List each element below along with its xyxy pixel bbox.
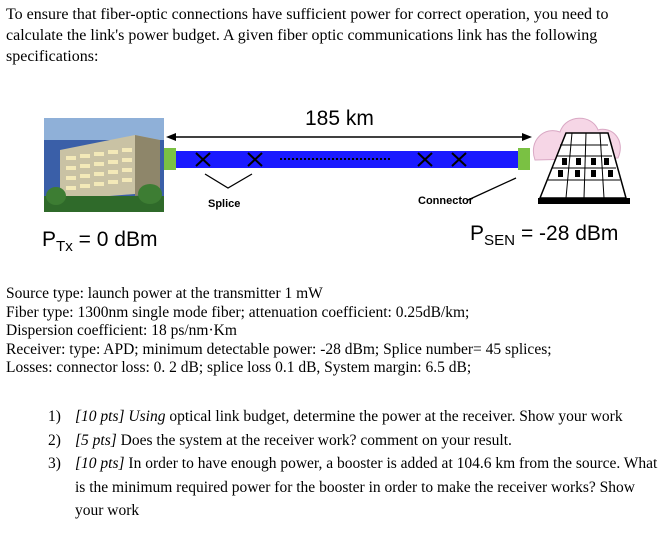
tx-connector — [164, 148, 176, 170]
tx-power-symbol: P — [42, 228, 57, 251]
receiver-building-icon — [532, 117, 630, 204]
spec-fiber-type: Fiber type: 1300nm single mode fiber; at… — [6, 303, 470, 321]
tx-power-value: = 0 dBm — [78, 228, 158, 251]
question-points: [5 pts] — [75, 431, 117, 449]
rx-connector — [518, 148, 530, 170]
connector-pointer — [467, 177, 517, 201]
specifications-list: Source type: launch power at the transmi… — [6, 285, 668, 378]
spec-losses: Losses: connector loss: 0. 2 dB; splice … — [6, 359, 472, 376]
distance-label: 185 km — [305, 107, 374, 130]
question-3: 3) [10 pts] In order to have enough power… — [48, 452, 663, 523]
question-points-extra: Using — [124, 408, 166, 425]
spec-receiver: Receiver: type: APD; minimum detectable … — [6, 340, 552, 358]
question-2: 2) [5 pts] Does the system at the receive… — [48, 429, 663, 453]
question-1: 1) [10 pts] Using optical link budget, de… — [48, 405, 663, 429]
connector-label: Connector — [418, 195, 474, 207]
question-text: In order to have enough power, a booster… — [75, 455, 658, 519]
question-number: 2) — [48, 431, 61, 449]
tx-power-subscript: Tx — [56, 238, 73, 256]
question-text: Does the system at the receiver work? co… — [116, 431, 512, 449]
transmitter-building-icon — [44, 118, 164, 212]
splice-pointer — [204, 173, 253, 189]
question-number: 3) — [48, 455, 61, 472]
spec-source-type: Source type: launch power at the transmi… — [6, 285, 323, 302]
splice-label: Splice — [208, 198, 240, 210]
question-points: [10 pts] — [75, 408, 125, 425]
distance-arrow — [166, 133, 532, 141]
question-number: 1) — [48, 408, 61, 425]
intro-paragraph: To ensure that fiber-optic connections h… — [6, 6, 609, 65]
rx-sensitivity-label: PSEN = -28 dBm — [470, 222, 619, 250]
fiber-cable — [176, 151, 518, 168]
tx-power-label: PTx = 0 dBm — [42, 228, 158, 256]
spec-dispersion: Dispersion coefficient: 18 ps/nm·Km — [6, 322, 237, 339]
rx-sensitivity-symbol: P — [470, 222, 485, 245]
fiber-link-diagram: 185 km Splice Connector — [44, 107, 630, 212]
questions-list: 1) [10 pts] Using optical link budget, de… — [48, 405, 663, 523]
splice-marks — [195, 152, 467, 167]
question-points: [10 pts] — [75, 455, 125, 472]
question-text: optical link budget, determine the power… — [165, 408, 623, 425]
rx-sensitivity-subscript: SEN — [484, 232, 516, 250]
rx-sensitivity-value: = -28 dBm — [520, 222, 619, 245]
